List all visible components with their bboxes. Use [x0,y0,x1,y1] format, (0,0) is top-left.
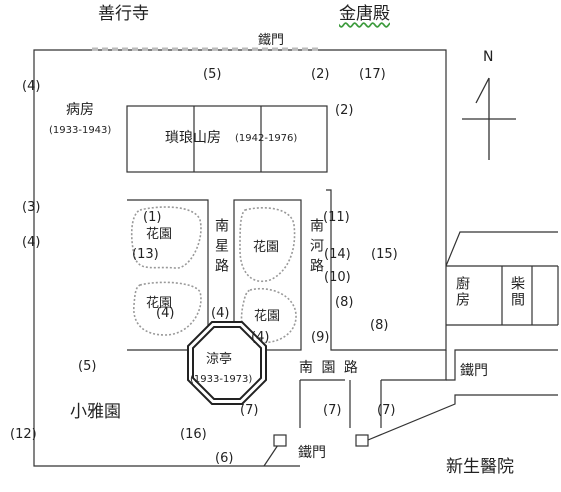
marker-2: (2) [311,67,330,82]
marker-3: (3) [22,200,41,215]
marker-4: (4) [251,330,270,345]
marker-9: (9) [311,330,330,345]
marker-6: (6) [215,451,234,466]
gate-post-right [355,434,369,447]
marker-10: (10) [324,270,351,285]
small-garden-label: 小雅園 [70,402,121,422]
marker-4: (4) [22,79,41,94]
gate-label-bottom: 鐵門 [298,445,326,461]
marker-5: (5) [78,359,97,374]
marker-7: (7) [240,403,259,418]
marker-14: (14) [324,247,351,262]
marker-4: (4) [22,235,41,250]
compound-boundary-east [381,350,447,381]
marker-5: (5) [203,67,222,82]
marker-8: (8) [335,295,354,310]
marker-8: (8) [370,318,389,333]
pavilion-years: (1933-1973) [190,374,253,385]
gate-post-left [273,434,287,447]
marker-12: (12) [10,427,37,442]
marker-16: (16) [180,427,207,442]
road-label-nanxing: 南星路 [213,218,229,278]
flowerbed [130,206,202,269]
marker-17: (17) [359,67,386,82]
marker-11: (11) [323,210,350,225]
pavilion-inner [192,326,262,400]
marker-7: (7) [323,403,342,418]
temple-label-left: 善行寺 [98,4,149,24]
marker-4: (4) [156,306,175,321]
road-label-nanyuan: 南 園 路 [299,360,358,376]
temple-label-right: 金唐殿 [339,4,390,24]
marker-7: (7) [377,403,396,418]
kitchen-outline [445,231,558,267]
flowerbed [239,207,296,283]
marker-2: (2) [335,103,354,118]
pavilion-label: 涼亭 [206,352,233,367]
north-arrow-head [475,77,490,104]
garden-label-4: 花園 [254,309,281,324]
marker-13: (13) [132,247,159,262]
garden-right-outline [233,199,302,351]
kitchen-label: 廚房 [454,276,470,308]
ward-years: (1933-1943) [49,125,112,136]
flowerbed [133,281,202,336]
ward-label: 病房 [66,102,94,118]
north-label: N [483,49,494,65]
road-edge [446,349,558,381]
pavilion-outer [187,321,267,405]
hospital-label: 新生醫院 [446,457,514,477]
gate-label-right: 鐵門 [460,363,488,379]
marker-15: (15) [371,247,398,262]
road-edge [367,394,558,441]
road-label-nanhe: 南河路 [308,218,324,278]
garden-label-3: 花園 [253,240,280,255]
main-building-label: 瑣琅山房 [165,130,221,146]
compound-boundary [33,49,447,467]
marker-4: (4) [211,306,230,321]
main-building [126,105,328,173]
woodshed-label: 柴間 [509,276,525,308]
gate-label-top: 鐵門 [258,33,285,48]
garden-label-2: 花園 [146,296,173,311]
garden-left-outline [127,199,209,351]
main-building-years: (1942-1976) [235,133,298,144]
garden-label-1: 花園 [146,227,173,242]
marker-1: (1) [143,210,162,225]
